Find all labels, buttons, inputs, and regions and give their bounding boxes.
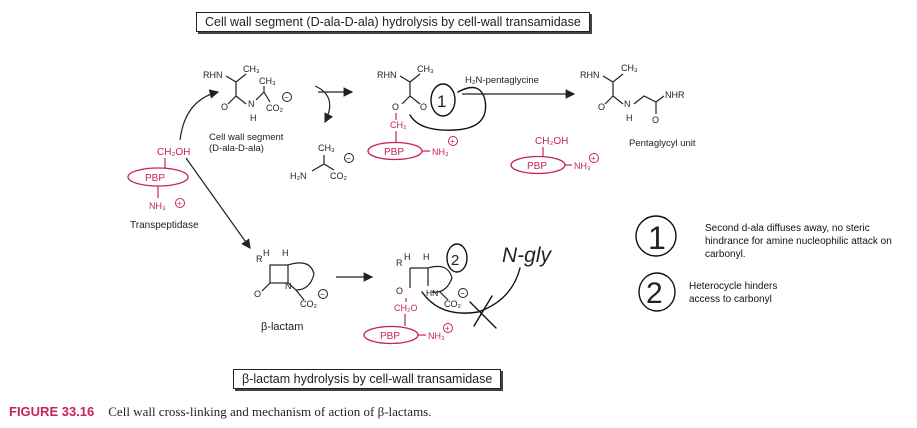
note-2: Heterocycle hinders access to carbonyl (689, 281, 778, 305)
svg-text:HN: HN (426, 288, 438, 298)
enzyme-ch2oh: CH₂OH (157, 147, 190, 158)
svg-text:+: + (445, 324, 450, 333)
svg-text:O: O (420, 102, 427, 112)
svg-text:O: O (396, 286, 403, 296)
annotation-circle-2 (638, 272, 676, 312)
svg-text:CO₂: CO₂ (266, 103, 284, 113)
caption-text: Cell wall cross-linking and mechanism of… (108, 404, 432, 419)
arrow-to-lactam (185, 157, 251, 249)
svg-text:CH₂O: CH₂O (394, 303, 418, 313)
svg-text:2: 2 (451, 252, 459, 269)
svg-text:−: − (320, 290, 325, 299)
svg-text:N: N (624, 99, 631, 109)
handwritten-circle-1 (430, 83, 456, 117)
handwritten-cross-icon (469, 295, 497, 329)
svg-text:NHR: NHR (665, 90, 685, 100)
top-title: Cell wall segment (D-ala-D-ala) hydrolys… (205, 15, 581, 29)
svg-text:H: H (282, 248, 289, 258)
beta-lactam: R H H O N CO₂ − β-lactam (254, 248, 328, 333)
svg-text:H: H (250, 113, 257, 123)
transpeptidase-label: Transpeptidase (130, 220, 199, 231)
svg-text:−: − (346, 154, 351, 163)
svg-text:1: 1 (648, 220, 666, 256)
acyl-enzyme: RHN CH₃ O O CH₂ PBP NH₃ + 1 (367, 64, 487, 161)
svg-text:O: O (221, 102, 228, 112)
svg-text:H: H (423, 252, 430, 262)
svg-text:+: + (177, 199, 182, 208)
bottom-title-box: β-lactam hydrolysis by cell-wall transam… (233, 369, 502, 389)
svg-text:1: 1 (437, 92, 446, 111)
svg-text:R: R (256, 254, 263, 264)
svg-text:−: − (284, 93, 289, 102)
svg-text:O: O (652, 115, 659, 125)
svg-text:N: N (248, 99, 255, 109)
svg-text:RHN: RHN (377, 70, 397, 80)
pbp-label: PBP (145, 173, 165, 184)
arrow-to-segment (179, 89, 220, 141)
svg-text:PBP: PBP (527, 161, 547, 172)
bottom-title: β-lactam hydrolysis by cell-wall transam… (242, 372, 493, 386)
figure-caption: FIGURE 33.16 Cell wall cross-linking and … (9, 404, 432, 420)
svg-text:PBP: PBP (380, 331, 400, 342)
svg-text:CO₂: CO₂ (300, 299, 318, 309)
svg-text:−: − (460, 289, 465, 298)
svg-text:N: N (285, 281, 292, 291)
svg-text:CH₃: CH₃ (621, 63, 638, 73)
svg-text:NH₃: NH₃ (428, 331, 445, 341)
svg-text:2: 2 (646, 277, 663, 310)
svg-text:O: O (392, 102, 399, 112)
cell-wall-segment: RHN CH₃ O N H CH₃ CO₂ − Cell wall segmen… (203, 64, 292, 154)
svg-text:CO₂: CO₂ (330, 171, 348, 181)
segment-label-2: (D-ala-D-ala) (209, 143, 264, 154)
svg-text:CH₃: CH₃ (417, 64, 434, 74)
svg-text:CH₂OH: CH₂OH (535, 136, 568, 147)
svg-text:H: H (404, 252, 411, 262)
svg-text:+: + (450, 137, 455, 146)
segment-label-1: Cell wall segment (209, 132, 284, 143)
svg-text:O: O (598, 102, 605, 112)
note-1: Second d-ala diffuses away, no steric hi… (705, 223, 892, 260)
figure-number: FIGURE 33.16 (9, 404, 95, 419)
svg-text:O: O (254, 289, 261, 299)
svg-text:CH₃: CH₃ (259, 76, 276, 86)
svg-text:NH₃: NH₃ (432, 147, 449, 157)
transpeptidase-enzyme: CH₂OH PBP NH₃ + Transpeptidase (127, 147, 199, 231)
regenerated-enzyme: CH₂OH PBP NH₃ + (510, 136, 599, 175)
reagent-label: H₂N-pentaglycine (465, 75, 539, 86)
pentaglycyl-label: Pentaglycyl unit (629, 138, 696, 149)
svg-text:CH₃: CH₃ (318, 143, 335, 153)
top-title-box: Cell wall segment (D-ala-D-ala) hydrolys… (196, 12, 590, 32)
pentaglycyl-product: RHN CH₃ O N H NHR O Pentaglycyl unit (580, 63, 696, 149)
d-alanine: CH₃ H₂N CO₂ − (290, 143, 354, 181)
svg-text:+: + (591, 154, 596, 163)
handwritten-circle-2 (446, 243, 468, 273)
acylated-pbp: R H H O HN CO₂ − CH₂O PBP NH₃ + 2 N-gly (363, 243, 553, 345)
svg-text:NH₃: NH₃ (574, 161, 591, 171)
svg-text:H: H (626, 113, 633, 123)
svg-text:RHN: RHN (203, 70, 223, 80)
plus-charge-icon (175, 198, 185, 208)
svg-text:R: R (396, 258, 403, 268)
annotation-circle-1 (635, 215, 677, 257)
enzyme-nh3: NH₃ (149, 201, 166, 211)
svg-text:RHN: RHN (580, 70, 600, 80)
svg-text:CH₃: CH₃ (243, 64, 260, 74)
svg-text:PBP: PBP (384, 147, 404, 158)
handwritten-n-gly: N-gly (502, 244, 553, 267)
svg-text:CO₂: CO₂ (444, 299, 462, 309)
svg-text:H: H (263, 248, 270, 258)
svg-text:H₂N: H₂N (290, 171, 307, 181)
release-arrow (314, 85, 334, 124)
svg-text:CH₂: CH₂ (390, 120, 407, 130)
beta-lactam-label: β-lactam (261, 321, 303, 333)
